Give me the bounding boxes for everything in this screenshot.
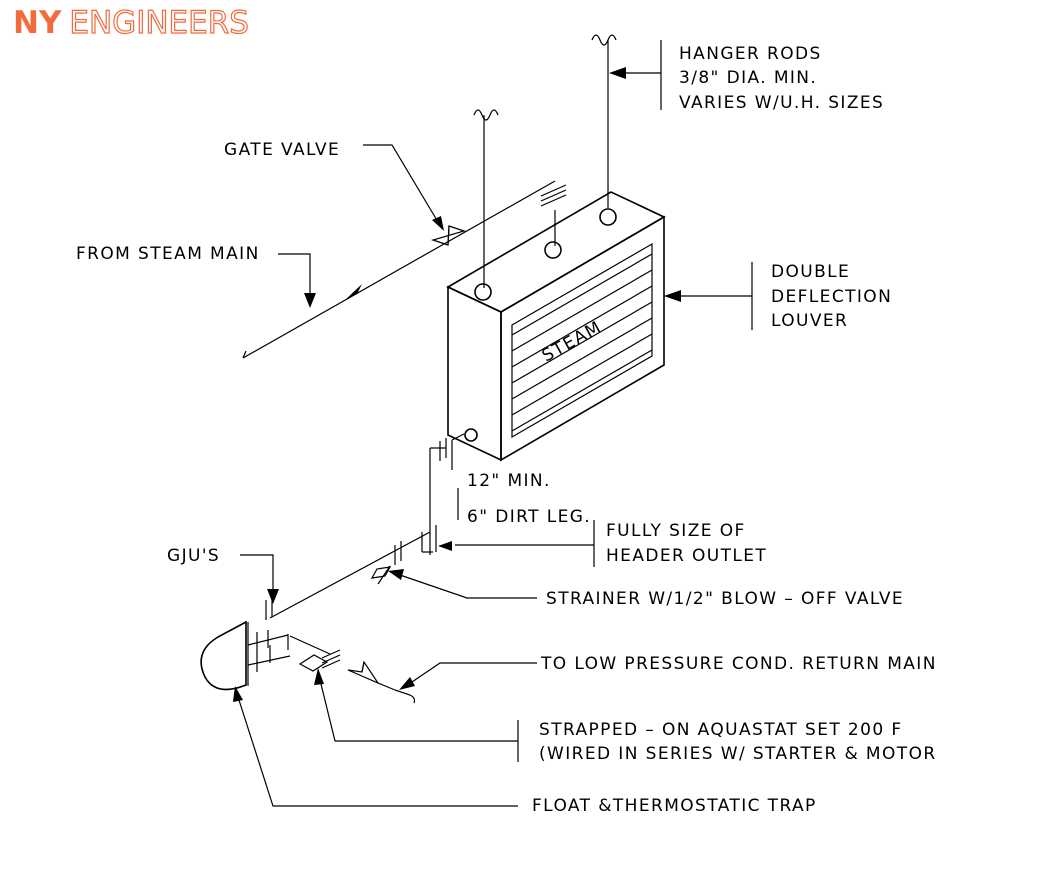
return-pipe: [265, 531, 431, 620]
strainer-label: STRAINER W/1/2" BLOW – OFF VALVE: [546, 589, 904, 609]
condensate-drop: [421, 433, 465, 555]
logo-ny-text: NY: [13, 5, 62, 41]
strainer-symbol: [370, 566, 392, 579]
hanger-rods-label-3: VARIES W/U.H. SIZES: [679, 93, 884, 113]
steam-supply-pipe: [242, 180, 556, 359]
aquastat-symbol: [298, 654, 329, 672]
louver-label-2: DEFLECTION: [771, 287, 892, 307]
steam-label: STEAM: [539, 317, 606, 366]
twelve-inch-min-label: 12" MIN.: [467, 471, 551, 491]
hanger-rods: [473, 34, 617, 288]
gate-valve-label: GATE VALVE: [224, 140, 340, 160]
logo-engineers-text: ENGINEERS: [69, 5, 250, 41]
dirt-leg-label: 6" DIRT LEG.: [467, 507, 591, 527]
aquastat-label-2: (WIRED IN SERIES W/ STARTER & MOTOR: [539, 744, 937, 764]
return-main-label: TO LOW PRESSURE COND. RETURN MAIN: [540, 654, 937, 674]
gjus-label: GJU'S: [167, 546, 220, 566]
header-outlet-label-2: HEADER OUTLET: [606, 546, 767, 566]
hanger-rods-label-1: HANGER RODS: [679, 44, 822, 64]
aquastat-label-1: STRAPPED – ON AQUASTAT SET 200 F: [539, 720, 903, 740]
hanger-rods-label-2: 3/8" DIA. MIN.: [679, 68, 817, 88]
unit-heater: STEAM: [446, 191, 666, 462]
leaders: [233, 40, 753, 807]
louver-label-3: LOUVER: [771, 311, 848, 331]
louver-label-1: DOUBLE: [771, 262, 850, 282]
trap-assembly: [200, 620, 416, 704]
trap-label: FLOAT &THERMOSTATIC TRAP: [532, 796, 817, 816]
from-steam-main-label: FROM STEAM MAIN: [76, 244, 260, 264]
annotations: HANGER RODS 3/8" DIA. MIN. VARIES W/U.H.…: [76, 44, 937, 816]
header-outlet-label-1: FULLY SIZE OF: [606, 521, 746, 541]
